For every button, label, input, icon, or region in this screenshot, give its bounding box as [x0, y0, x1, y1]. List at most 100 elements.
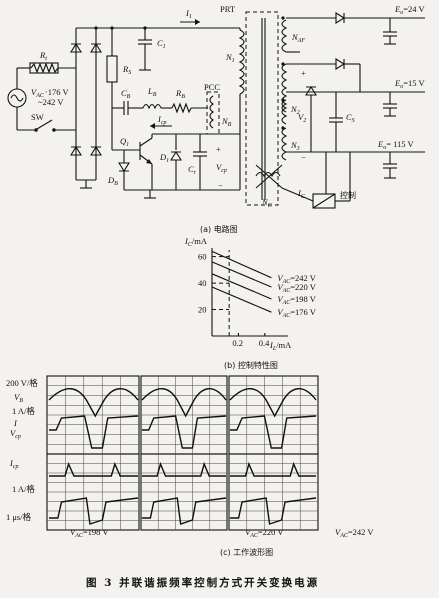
waveform-caption: (c) 工作波形图	[220, 547, 273, 557]
v2-minus-label: −	[301, 152, 306, 162]
v2-plus-label: +	[301, 68, 306, 78]
v2-zener-icon	[305, 85, 317, 96]
bridge-diode-icon	[70, 42, 102, 156]
series-label: VAC=242 V	[277, 273, 316, 285]
col1-label: VAC=198 V	[70, 527, 109, 539]
switch-contact-icon	[34, 128, 38, 132]
cr-label: Cr	[188, 164, 197, 176]
x-tick-label: 0.4	[259, 338, 270, 348]
lb-label: LB	[147, 86, 157, 98]
series-label: VAC=220 V	[277, 282, 316, 294]
row3-time-label: 1 μs/格	[6, 512, 32, 522]
prt-transformer-box	[245, 11, 279, 206]
nc-winding-icon	[255, 171, 281, 178]
cb-label: CB	[121, 88, 131, 100]
rs-label: RS	[122, 64, 131, 76]
waveform-trace	[142, 461, 226, 477]
out1-label: Eo=24 V	[394, 4, 425, 16]
prt-label: PRT	[220, 4, 236, 14]
control-characteristic-chart: IC/mA IL/mA 60 40 20 0.2 0.4 VAC=242 VVAC=22…	[184, 236, 317, 370]
waveform-trace	[49, 415, 139, 449]
row2-vcp-label: Vcp	[10, 428, 21, 440]
n2-winding-icon	[281, 99, 288, 125]
rs-resistor-icon	[106, 55, 118, 83]
db-diode-icon	[118, 162, 130, 173]
col2-label: VAC=220 V	[245, 527, 284, 539]
n2-label: N2	[290, 104, 300, 116]
y-tick-label: 20	[198, 305, 207, 315]
waveform-left-labels: 200 V/格 VB 1 A/格 I Vcp Icp 1 A/格 1 μs/格	[6, 378, 38, 522]
row3-signal-label: Icp	[9, 458, 19, 470]
vac-range-label: ~242 V	[38, 97, 64, 107]
series-line	[211, 286, 272, 313]
waveform-trace	[48, 388, 139, 418]
col3-label: VAC=242 V	[335, 527, 374, 539]
waveform-trace	[229, 388, 317, 418]
nb-winding-icon	[209, 95, 214, 129]
row1-scale-label: 200 V/格	[6, 378, 38, 388]
waveform-trace	[49, 461, 138, 477]
waveform-trace	[49, 497, 139, 525]
out2-label: Eo=15 V	[394, 78, 425, 90]
series-line	[211, 273, 272, 300]
d1-label: D1	[159, 152, 169, 164]
waveform-trace	[230, 461, 316, 477]
c1-label: C1	[157, 38, 166, 50]
circuit-diagram: VAC·176 V ~242 V Rt SW	[7, 4, 425, 234]
naf-label: NAF	[291, 32, 305, 44]
waveform-trace	[142, 497, 227, 525]
out3-label: Eo= 115 V	[377, 139, 415, 151]
x-tick-label: 0.2	[232, 338, 243, 348]
sw-label: SW	[31, 112, 44, 122]
q1-label: Q1	[120, 136, 129, 148]
row2-scale-label: 1 A/格	[12, 406, 35, 416]
output-diode-icon	[335, 12, 346, 24]
nc-label: NC	[261, 197, 273, 209]
y-tick-label: 60	[198, 252, 207, 262]
waveform-trace	[230, 415, 317, 449]
figure-title: 图 3 并联谐振频率控制方式开关变换电源	[86, 576, 319, 589]
db-label: DB	[107, 175, 118, 187]
series-label: VAC=198 V	[277, 294, 316, 306]
n1-label: N1	[225, 52, 235, 64]
vcp-label: Vcp	[216, 162, 227, 174]
y-tick-label: 40	[198, 278, 207, 288]
control-label: 控制	[340, 190, 356, 200]
row2-signal-label: I	[13, 418, 18, 428]
nb-label: NB	[221, 116, 232, 128]
naf-winding-icon	[281, 19, 288, 53]
rb-label: RB	[175, 88, 185, 100]
vac-label: VAC·176 V	[31, 87, 69, 99]
row1-signal-label: VB	[14, 392, 23, 404]
n3-label: N3	[290, 140, 300, 152]
ac-sine-icon	[10, 94, 24, 102]
row3-scale-label: 1 A/格	[12, 484, 35, 494]
waveform-trace	[142, 415, 227, 449]
series-line	[211, 250, 272, 279]
rb-resistor-icon	[171, 102, 192, 114]
v2-label: V2	[298, 112, 306, 124]
chart-x-label: IL/mA	[269, 340, 292, 352]
switch-lever-icon	[36, 119, 53, 130]
waveform-panel: 200 V/格 VB 1 A/格 I Vcp Icp 1 A/格 1 μs/格 …	[6, 375, 374, 557]
d1-diode-icon	[170, 150, 182, 161]
n3-winding-icon	[281, 127, 288, 161]
vcp-plus-label: +	[216, 144, 221, 154]
series-label: VAC=176 V	[277, 307, 316, 319]
waveform-trace	[141, 388, 227, 418]
lb-inductor-icon	[142, 103, 162, 110]
chart-caption: (b) 控制特性图	[224, 360, 278, 370]
waveform-trace	[230, 497, 317, 525]
ic-label: IC	[297, 188, 306, 200]
vcp-minus-label: −	[218, 180, 223, 190]
pcc-label: PCC	[204, 82, 220, 92]
cs-label: CS	[346, 112, 355, 124]
i1-label: I1	[185, 8, 192, 20]
n1-winding-icon	[238, 29, 245, 95]
circuit-caption: (a) 电路图	[200, 224, 238, 234]
chart-y-label: IC/mA	[184, 236, 208, 248]
series-line	[211, 261, 272, 288]
rt-label: Rt	[39, 50, 47, 62]
icp-label: Icp	[157, 114, 167, 126]
